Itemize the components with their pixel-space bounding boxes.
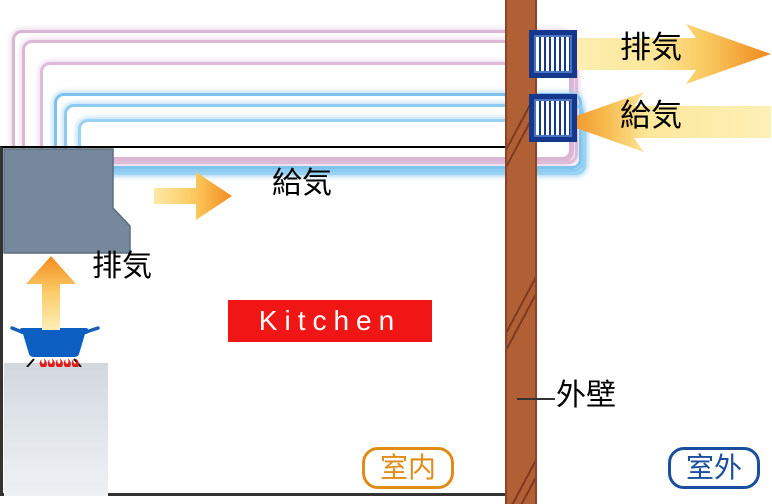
indoor-supply-air-label: 給気 [272,166,332,201]
cooking-pot-icon [8,323,104,367]
exterior-wall-leader-line [517,398,555,400]
wall-vent-louver-icon[interactable] [529,94,577,142]
range-hood-icon [3,148,131,254]
kitchen-banner-label: Kitchen [258,305,402,336]
wall-supply-air-label: 給気 [620,98,682,134]
ceiling-frame-blue-1 [54,93,582,169]
arrow-right-icon [152,170,234,222]
kitchen-banner: Kitchen [228,300,432,342]
exterior-wall-label: 外壁 [556,378,616,413]
status-badge-outdoor: 室外 [668,447,760,489]
outdoor-badge-label: 室外 [685,451,742,484]
indoor-badge-label: 室内 [379,451,436,484]
indoor-exhaust-air-label: 排気 [92,249,152,284]
vent-louvers [534,99,572,137]
wall-exhaust-air-label: 排気 [620,30,682,66]
status-badge-indoor: 室内 [362,447,454,489]
wall-vent-louver-icon[interactable] [529,30,577,78]
room-outline [0,146,506,496]
vent-louvers [534,35,572,73]
arrow-left-icon [558,92,772,152]
kitchen-counter [4,363,108,496]
arrow-right-icon [558,24,772,84]
wall-hatch-pattern [507,0,535,504]
arrow-up-icon [24,254,78,332]
exterior-wall [505,0,537,504]
gas-flame-icon [39,358,79,367]
ceiling-frame-blue-2 [64,104,584,172]
